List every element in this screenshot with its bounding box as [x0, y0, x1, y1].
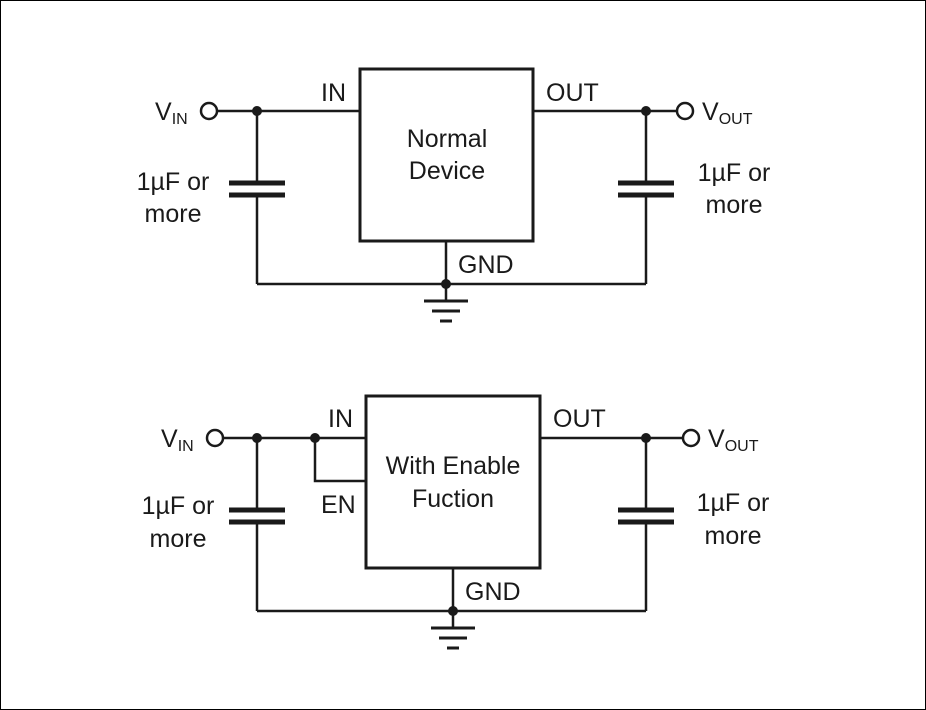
junction-dot: [252, 433, 262, 443]
circuit-with-enable: IN EN OUT GND With Enable Fuction VIN VO…: [142, 394, 770, 650]
vout-label: VOUT: [708, 425, 759, 455]
circuit-normal-device: IN OUT GND Normal Device VIN VOUT 1µF or…: [137, 67, 771, 323]
pin-gnd-label: GND: [465, 578, 521, 606]
pin-gnd-label: GND: [458, 251, 514, 279]
pin-in-label: IN: [321, 79, 346, 107]
vin-terminal: [205, 428, 225, 448]
device-name-line2: Device: [409, 157, 485, 185]
input-capacitor: [229, 180, 285, 198]
junction-dot: [252, 106, 262, 116]
cin-value-line1: 1µF or: [142, 492, 215, 520]
cout-value-line2: more: [706, 191, 763, 219]
normal-device-box: [358, 67, 535, 243]
junction-dot: [641, 433, 651, 443]
junction-dot: [310, 433, 320, 443]
vin-terminal: [199, 101, 219, 121]
cin-value-line2: more: [150, 525, 207, 553]
cout-value-line1: 1µF or: [697, 489, 770, 517]
output-capacitor: [618, 507, 674, 525]
vin-label: VIN: [155, 98, 188, 128]
vout-terminal: [675, 101, 695, 121]
device-name-line1: Normal: [407, 125, 488, 153]
junction-dot: [441, 279, 451, 289]
device-name-line2: Fuction: [412, 485, 494, 513]
pin-out-label: OUT: [546, 79, 599, 107]
ground-symbol: [424, 299, 468, 323]
vin-label: VIN: [161, 425, 194, 455]
pin-out-label: OUT: [553, 405, 606, 433]
junction-dot: [448, 606, 458, 616]
wire-in-to-en: [313, 438, 366, 483]
input-capacitor: [229, 507, 285, 525]
cin-value-line2: more: [145, 200, 202, 228]
junction-dot: [641, 106, 651, 116]
pin-en-label: EN: [321, 491, 356, 519]
vout-label: VOUT: [702, 98, 753, 128]
pin-in-label: IN: [328, 405, 353, 433]
enable-device-box: [364, 394, 542, 570]
ground-symbol: [431, 626, 475, 650]
device-name-line1: With Enable: [386, 452, 521, 480]
cout-value-line1: 1µF or: [698, 159, 771, 187]
vout-terminal: [681, 428, 701, 448]
cout-value-line2: more: [705, 522, 762, 550]
cin-value-line1: 1µF or: [137, 168, 210, 196]
output-capacitor: [618, 180, 674, 198]
